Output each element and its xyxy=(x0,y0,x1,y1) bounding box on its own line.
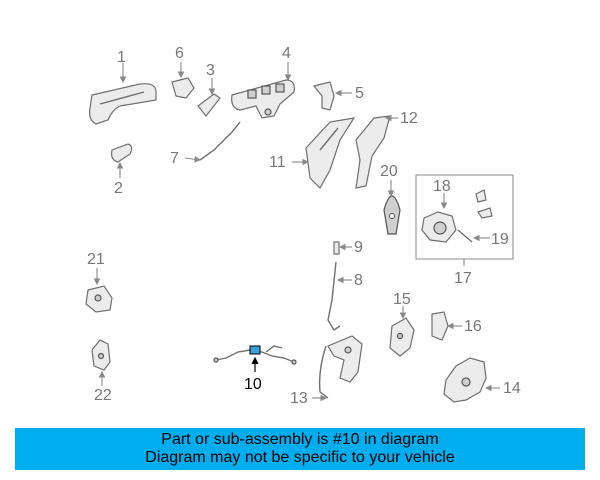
part-16-bracket: 16 xyxy=(431,311,482,341)
callout-10: 10 xyxy=(244,376,262,393)
callout-6: 6 xyxy=(175,45,184,62)
callout-8: 8 xyxy=(354,272,363,289)
banner-line-1: Part or sub-assembly is #10 in diagram xyxy=(161,431,439,448)
callout-3: 3 xyxy=(206,62,215,79)
part-21-striker: 21 xyxy=(85,251,113,313)
part-11-trim: 11 xyxy=(269,117,356,189)
part-4-handle-carrier: 4 xyxy=(231,45,295,119)
callout-2: 2 xyxy=(114,180,123,197)
callout-4: 4 xyxy=(282,45,291,62)
info-banner: Part or sub-assembly is #10 in diagram D… xyxy=(15,428,585,470)
part-17-lock-cylinder-kit: 18 19 17 xyxy=(415,174,514,287)
part-22-striker: 22 xyxy=(91,339,112,404)
part-2-inside-handle: 2 xyxy=(111,143,133,197)
callout-12: 12 xyxy=(400,110,418,127)
callout-18: 18 xyxy=(433,178,451,195)
part-3-gasket: 3 xyxy=(197,62,221,117)
part-7-rod: 7 xyxy=(170,121,241,167)
callout-1: 1 xyxy=(117,49,126,66)
callout-5: 5 xyxy=(355,85,364,102)
part-15-bracket: 15 xyxy=(389,291,415,357)
part-6-bracket: 6 xyxy=(171,45,195,99)
callout-11: 11 xyxy=(269,154,286,171)
callout-17: 17 xyxy=(454,270,472,287)
callout-15: 15 xyxy=(393,291,411,308)
part-13-latch: 13 xyxy=(290,335,363,407)
callout-19: 19 xyxy=(491,231,509,248)
callout-21: 21 xyxy=(87,251,105,268)
part-12-trim: 12 xyxy=(355,110,418,189)
part-9-clip: 9 xyxy=(333,239,363,256)
part-14-actuator: 14 xyxy=(443,357,521,403)
callout-16: 16 xyxy=(464,318,482,335)
banner-line-2: Diagram may not be specific to your vehi… xyxy=(145,449,455,466)
part-1-outside-handle: 1 xyxy=(89,49,157,125)
callout-7: 7 xyxy=(170,150,179,167)
part-5-cap: 5 xyxy=(312,81,364,111)
callout-22: 22 xyxy=(94,387,112,404)
part-20-key: 20 xyxy=(380,163,401,235)
part-10-cable: 10 xyxy=(213,345,297,393)
part-8-rod: 8 xyxy=(327,261,363,331)
callout-20: 20 xyxy=(380,163,398,180)
parts-diagram: 1 2 6 3 4 5 7 xyxy=(85,45,521,407)
callout-13: 13 xyxy=(290,390,308,407)
callout-14: 14 xyxy=(503,380,521,397)
callout-9: 9 xyxy=(354,239,363,256)
